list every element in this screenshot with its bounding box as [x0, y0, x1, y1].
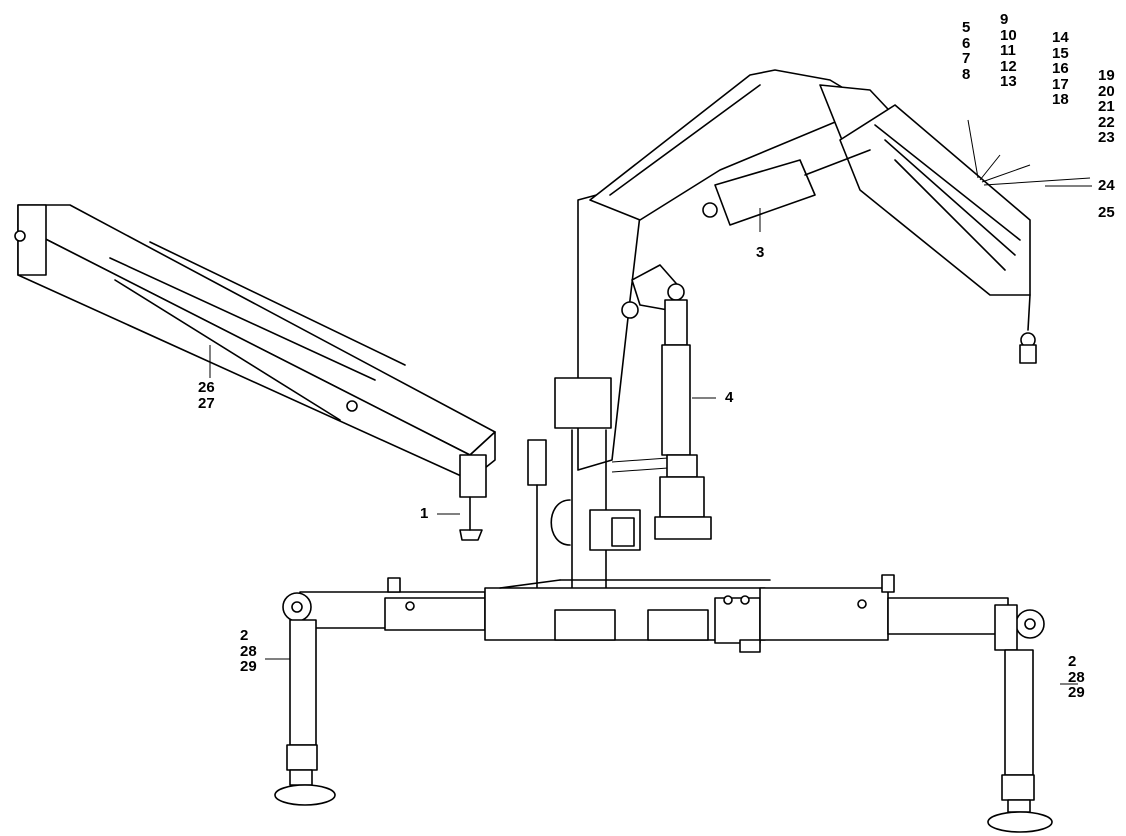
callout-outrigger-left: 2 28 29	[240, 628, 257, 675]
callout-25: 25	[1098, 204, 1115, 221]
callout-7: 7	[962, 50, 971, 67]
callout-28-right: 28	[1068, 668, 1085, 686]
outrigger-beam	[299, 574, 1009, 653]
lift-cylinder	[621, 264, 691, 456]
callout-outrigger-right: 2 28 29	[1068, 654, 1085, 701]
callout-16: 16	[1052, 60, 1069, 77]
extension-boom	[14, 204, 496, 541]
callout-15: 15	[1052, 44, 1069, 62]
callout-5: 5	[962, 19, 971, 36]
outrigger-leg-right	[987, 604, 1053, 833]
callout-1: 1	[420, 505, 429, 522]
callout-19: 19	[1098, 67, 1115, 84]
callout-group-14-18: 14 15 16 17 18	[1052, 30, 1069, 108]
callout-group-5-8: 5 6 7 8	[962, 20, 970, 82]
callout-boom-extension: 26 27	[198, 380, 215, 411]
crane-column	[554, 189, 669, 591]
slewing-base	[527, 439, 712, 591]
leader-lines	[209, 119, 1092, 685]
callout-23: 23	[1098, 129, 1115, 146]
callout-24: 24	[1098, 177, 1115, 194]
callout-9: 9	[1000, 11, 1009, 28]
callout-28-left: 28	[240, 642, 257, 660]
callout-group-9-13: 9 10 11 12 13	[1000, 12, 1017, 90]
main-cylinder	[702, 149, 871, 226]
callout-2-right: 2	[1068, 653, 1077, 670]
jib-boom	[839, 104, 1037, 364]
callout-21: 21	[1098, 98, 1115, 115]
callout-4: 4	[725, 389, 734, 406]
callout-27: 27	[198, 394, 215, 412]
callout-29-right: 29	[1068, 684, 1085, 701]
callout-group-19-23: 19 20 21 22 23	[1098, 68, 1115, 146]
callout-8: 8	[962, 65, 971, 83]
callout-10: 10	[1000, 26, 1017, 44]
callout-14: 14	[1052, 29, 1069, 46]
callout-11: 11	[1000, 42, 1016, 59]
callout-22: 22	[1098, 113, 1115, 131]
callout-26: 26	[198, 379, 215, 396]
callout-20: 20	[1098, 82, 1115, 100]
callout-17: 17	[1052, 75, 1069, 93]
callout-29-left: 29	[240, 658, 257, 675]
callout-13: 13	[1000, 73, 1017, 90]
callout-12: 12	[1000, 57, 1017, 75]
callout-3: 3	[756, 244, 765, 261]
callout-2-left: 2	[240, 627, 249, 644]
callout-6: 6	[962, 34, 971, 52]
outrigger-leg-left	[274, 592, 336, 806]
callout-18: 18	[1052, 91, 1069, 108]
